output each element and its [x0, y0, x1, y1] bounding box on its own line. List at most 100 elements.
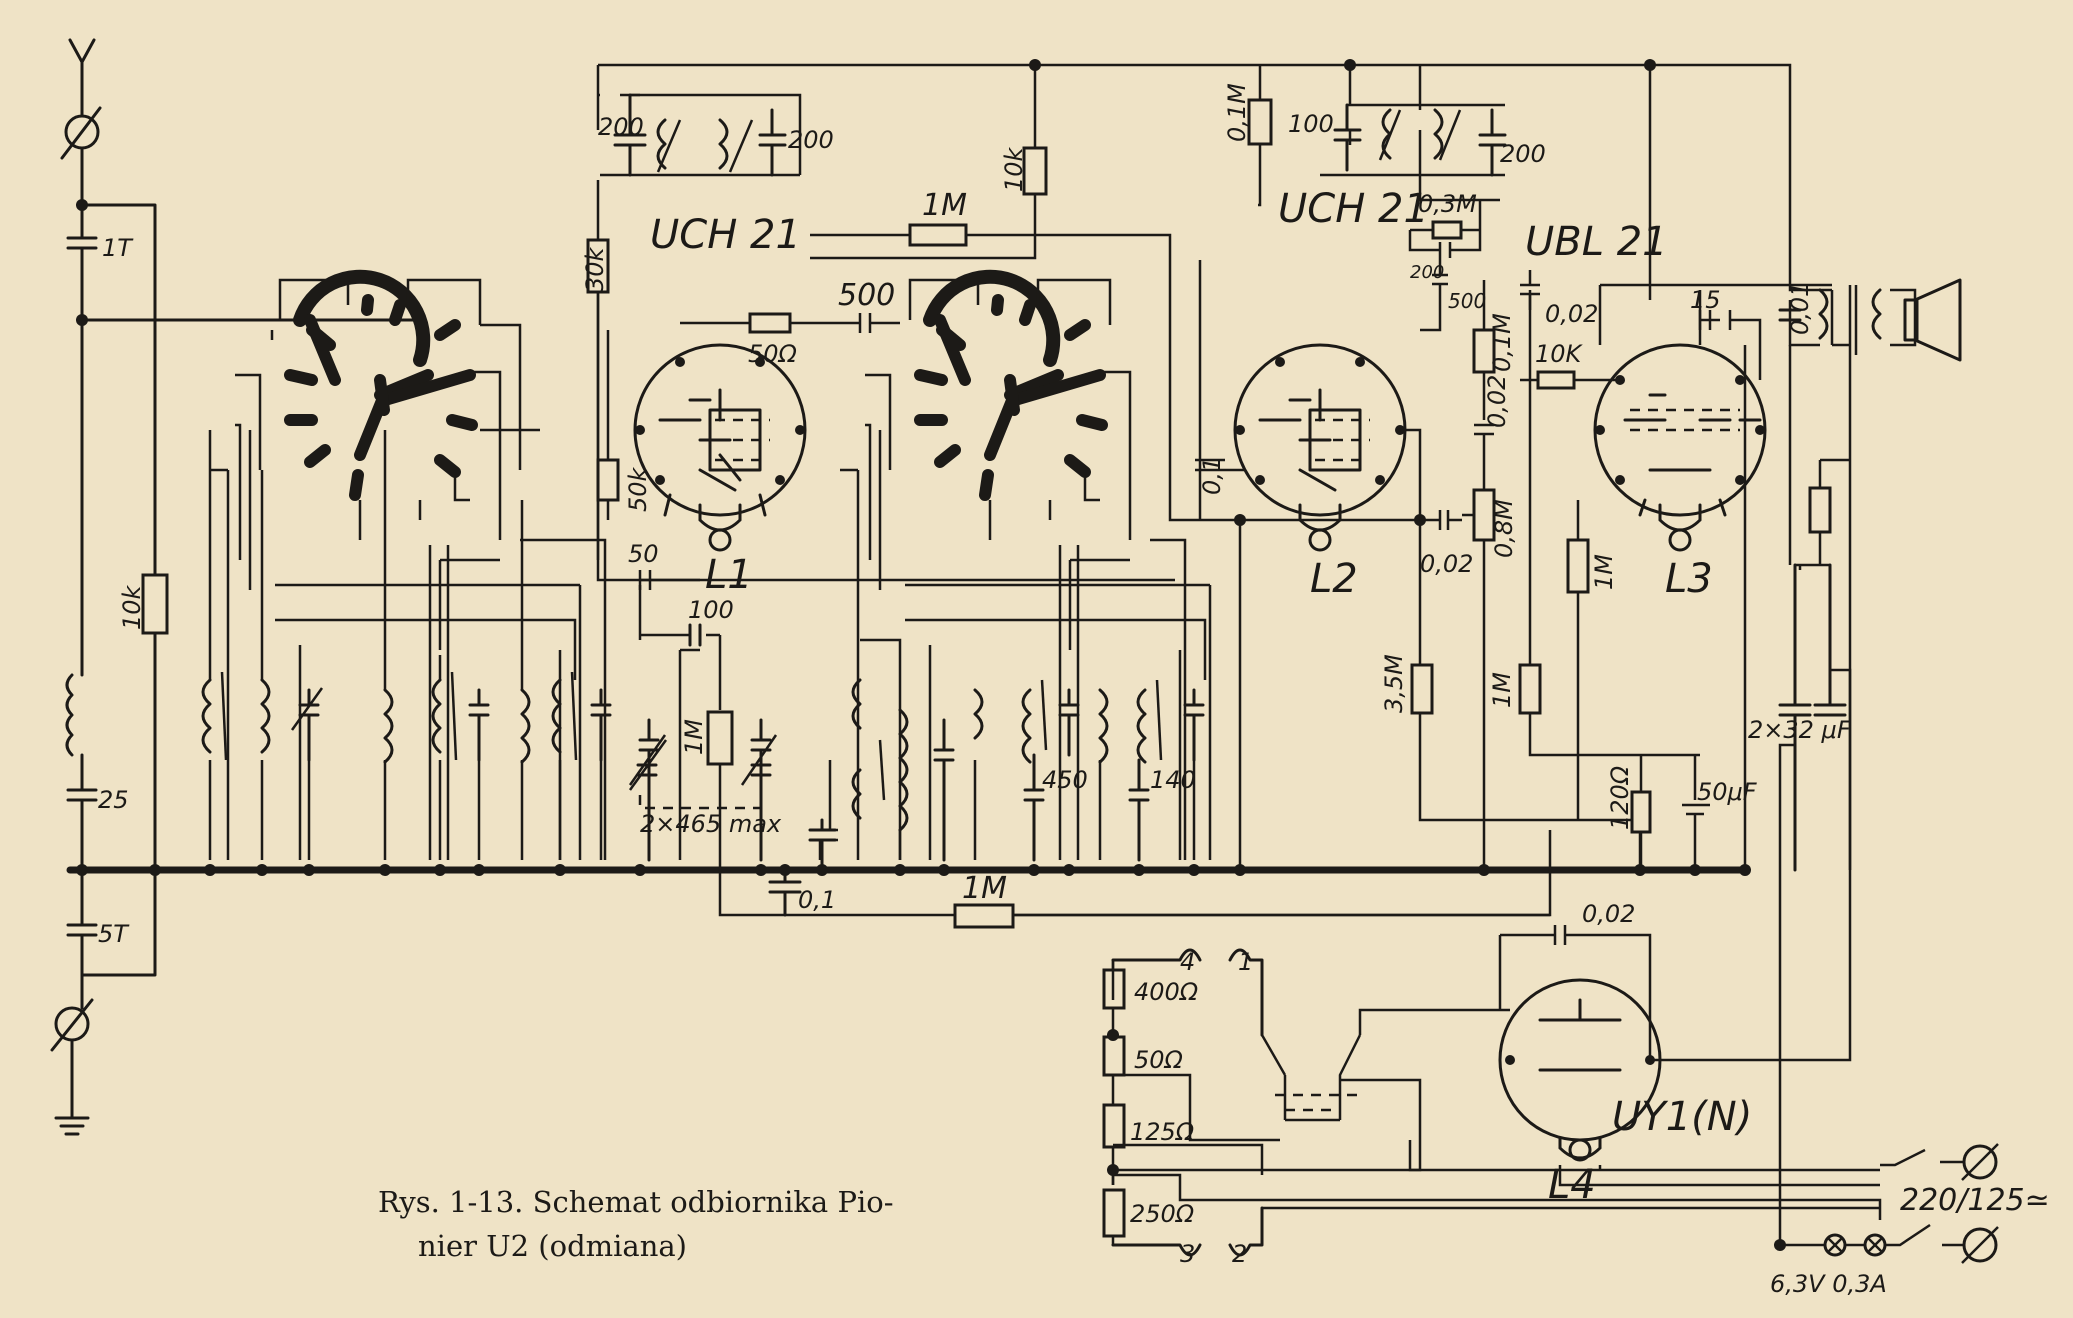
cap-15-label: 15 — [1690, 286, 1721, 314]
tube-L4-name: UY1(N) — [1612, 1094, 1752, 1140]
cap-0.1-bus-label: 0,1 — [798, 886, 836, 914]
cap-2x465-label: 2×465 max — [640, 810, 782, 838]
if-transformer-1 — [600, 93, 802, 177]
mains-terminal-1 — [1962, 1144, 1998, 1180]
res-30k-label: 30k — [581, 246, 609, 292]
res-0.3M — [1431, 220, 1463, 240]
cap-0.02-rect-label: 0,02 — [1582, 900, 1635, 928]
antenna-icon — [68, 38, 96, 117]
waveband-switch-2 — [914, 269, 1108, 501]
antenna-section: 1T 25 5T 10k — [50, 38, 422, 1136]
cap-100-if2-label: 100 — [1288, 110, 1334, 138]
res-3.5M — [1410, 663, 1434, 715]
cap-200-if2-label: 200 — [1500, 140, 1546, 168]
tube-L2-name: UCH 21 — [1278, 186, 1429, 232]
res-screen — [1808, 486, 1832, 534]
res-1M-bus-label: 1M — [962, 871, 1007, 906]
res-10K-b-label: 10K — [1535, 340, 1584, 368]
cap-5T-label: 5T — [98, 920, 130, 948]
res-10k-label: 10k — [118, 584, 146, 630]
cap-0.02-c-label: 0,02 — [1420, 550, 1473, 578]
res-50ohm-label: 50Ω — [748, 340, 798, 368]
tap-2-label: 2 — [1232, 1240, 1247, 1268]
cap-0.02-a-label: 0,02 — [1545, 300, 1598, 328]
res-120ohm-label: 120Ω — [1606, 765, 1634, 830]
caption-line-1: Rys. 1-13. Schemat odbiornika Pio- — [378, 1185, 894, 1219]
gang-capacitor-2x465 — [628, 739, 772, 791]
res-120ohm — [1630, 790, 1652, 834]
res-50k — [596, 458, 620, 502]
res-1M-mid-label: 1M — [680, 719, 708, 755]
tube-L2-ref: L2 — [1310, 556, 1358, 602]
res-1M-mid — [706, 710, 734, 766]
cap-450-label: 450 — [1042, 766, 1088, 794]
res-50k-label: 50k — [624, 466, 652, 512]
ground-icon — [54, 1116, 90, 1136]
cap-1T-label: 1T — [102, 234, 134, 262]
tube-L1 — [633, 343, 807, 552]
antenna-10k-resistor — [141, 573, 169, 635]
heater-chain — [1102, 925, 1999, 1264]
tube-L1-ref: L1 — [705, 552, 753, 598]
cap-200-b-label: 200 — [788, 126, 834, 154]
cap-2x32-label: 2×32 μF — [1748, 716, 1852, 744]
mains-terminal-2 — [1962, 1227, 1998, 1263]
antenna-coil — [65, 673, 74, 757]
res-1M-grid — [908, 223, 968, 247]
cap-0.01-label: 0,01 — [1786, 282, 1814, 335]
res-125ohm — [1102, 1103, 1126, 1149]
res-1M-c-label: 1M — [1590, 554, 1618, 590]
if-transformer-2 — [1320, 103, 1507, 177]
tube-L1-name: UCH 21 — [650, 212, 801, 258]
res-1M-d — [1518, 663, 1542, 715]
res-0.1M-top — [1247, 98, 1273, 146]
cap-100-label: 100 — [688, 596, 734, 624]
tap-3-label: 3 — [1180, 1240, 1195, 1268]
cap-200-a-label: 200 — [598, 113, 644, 141]
res-250ohm — [1102, 1188, 1126, 1238]
res-50ohm — [748, 312, 792, 334]
mains-voltage-label: 220/125≃ — [1900, 1183, 2050, 1218]
pot-0.8M-label: 0,8M — [1490, 499, 1518, 558]
res-1M-c — [1566, 538, 1590, 594]
tube-L3-name: UBL 21 — [1525, 219, 1668, 265]
res-1M-grid-label: 1M — [922, 188, 967, 223]
res-0.1M-b-label: 0,1M — [1488, 313, 1516, 372]
res-125ohm-label: 125Ω — [1130, 1118, 1195, 1146]
cap-25-label: 25 — [98, 786, 129, 814]
res-400ohm-label: 400Ω — [1134, 978, 1199, 1006]
res-10K-b — [1536, 370, 1576, 390]
res-1M-bus — [953, 903, 1015, 929]
tube-L3 — [1593, 343, 1767, 552]
caption-line-2: nier U2 (odmiana) — [418, 1229, 687, 1263]
coil-bank-2 — [818, 678, 1205, 862]
bus-junctions — [76, 59, 1786, 1251]
res-50ohm-heater-label: 50Ω — [1134, 1046, 1184, 1074]
tube-L4-ref: L4 — [1548, 1162, 1596, 1208]
res-0.3M-label: 0,3M — [1418, 190, 1477, 218]
schematic-labels: UCH 21 UCH 21 UBL 21 UY1(N) L1 L2 L3 L4 … — [581, 83, 2050, 1298]
tube-L3-ref: L3 — [1665, 556, 1713, 602]
res-50ohm-heater — [1102, 1035, 1126, 1077]
cap-200-small-label: 200 — [1410, 262, 1444, 283]
figure-caption: Rys. 1-13. Schemat odbiornika Pio- nier … — [378, 1180, 1038, 1268]
res-10k-top-label: 10k — [1000, 146, 1028, 192]
tap-4-label: 4 — [1180, 948, 1195, 976]
pilot-lamp-label: 6,3V 0,3A — [1770, 1270, 1887, 1298]
filter-cap-2x32 — [1778, 563, 1852, 1245]
cap-0.1-mid-label: 0,1 — [1198, 457, 1226, 495]
res-1M-d-label: 1M — [1488, 672, 1516, 708]
coil-bank-1 — [201, 430, 778, 862]
cap-500-b-label: 500 — [1448, 289, 1486, 313]
res-3.5M-label: 3,5M — [1380, 654, 1408, 713]
cap-500-label: 500 — [838, 278, 895, 313]
waveband-switch-1 — [284, 269, 478, 501]
cap-50-label: 50 — [628, 540, 659, 568]
loudspeaker-icon — [1913, 278, 1962, 362]
res-0.1M-top-label: 0,1M — [1223, 83, 1251, 142]
tap-1-label: 1 — [1238, 948, 1253, 976]
res-250ohm-label: 250Ω — [1130, 1200, 1195, 1228]
cap-50uF-label: 50μF — [1697, 778, 1758, 806]
